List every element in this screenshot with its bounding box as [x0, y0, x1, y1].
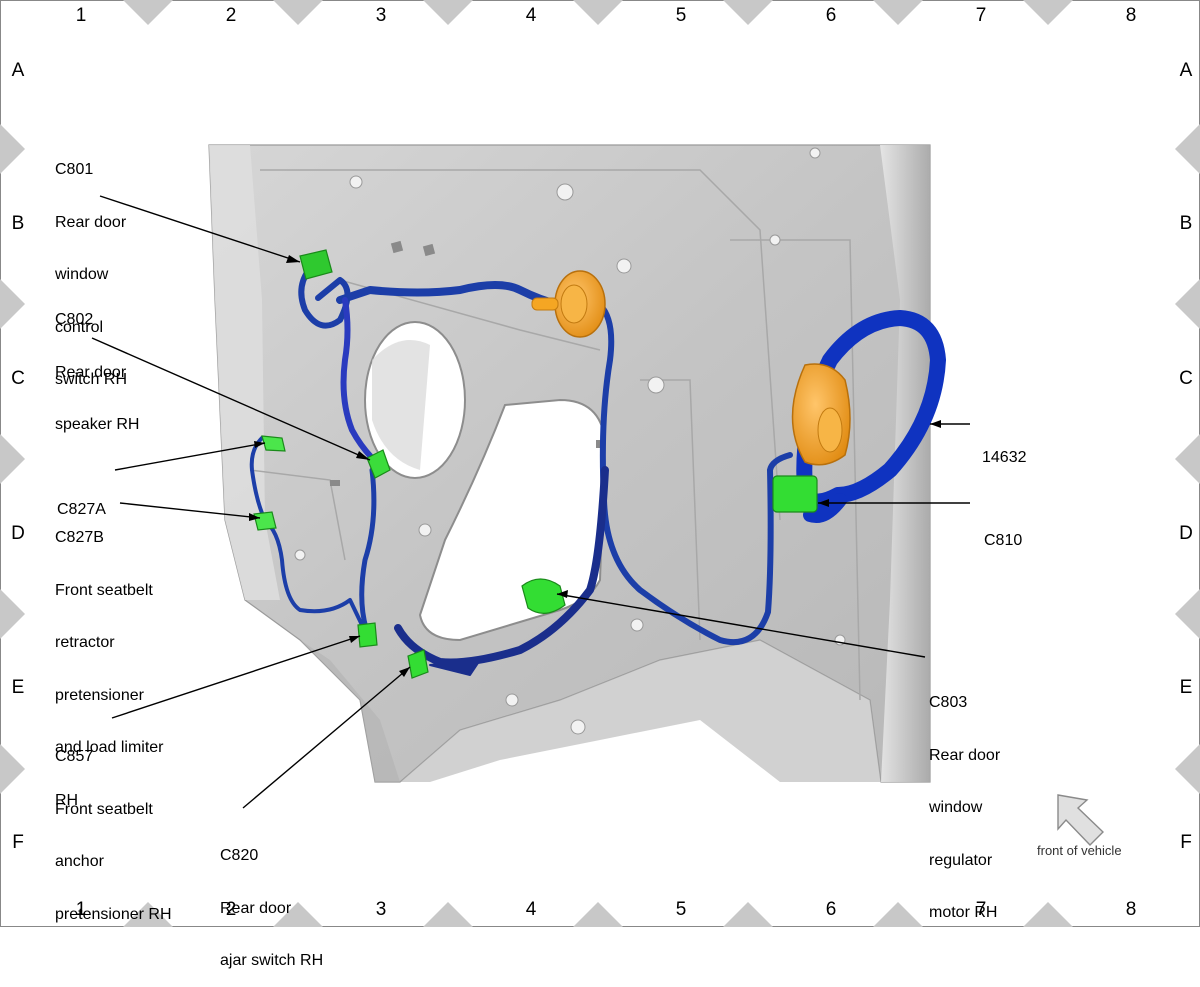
- grid-column-bottom-5: 5: [675, 899, 687, 920]
- grid-column-top-6: 6: [825, 5, 837, 26]
- callout-c827a-line: C827A: [57, 501, 106, 518]
- callout-c801-line: control: [55, 318, 104, 336]
- callout-c801-line: switch RH: [55, 371, 128, 388]
- callout-c802-line: C802: [55, 311, 94, 328]
- callout-c803-line: Rear door: [929, 746, 1001, 764]
- connectors: [253, 249, 818, 679]
- callout-c803-line: motor RH: [929, 904, 998, 921]
- grommet-lower: [791, 363, 851, 466]
- grid-column-top-8: 8: [1125, 5, 1137, 26]
- grid-column-bottom-1: 1: [75, 899, 87, 920]
- callout-c810-line: C810: [984, 532, 1023, 549]
- grid-row-right-d: D: [1179, 523, 1193, 544]
- callout-c801-line: C801: [55, 161, 94, 178]
- callout-c857: C857 Front seatbelt anchor pretensioner …: [55, 713, 172, 941]
- grid-row-left-b: B: [11, 213, 25, 234]
- callout-c801-line: Rear door: [55, 213, 127, 231]
- arrow-up-left-icon: [1057, 794, 1105, 847]
- grid-column-top-4: 4: [525, 5, 537, 26]
- callout-c801-line: window: [55, 266, 109, 283]
- callout-c802-line: Rear door: [55, 363, 127, 381]
- grid-column-bottom-3: 3: [375, 899, 387, 920]
- grid-column-top-1: 1: [75, 5, 87, 26]
- door-panel: [208, 144, 931, 783]
- diagram-canvas: [0, 0, 1200, 927]
- grid-row-right-e: E: [1179, 677, 1193, 698]
- callout-c827b-line: RH: [55, 791, 79, 809]
- grid-column-top-7: 7: [975, 5, 987, 26]
- callout-harness-line: 14632: [982, 449, 1027, 466]
- grid-row-left-d: D: [11, 523, 25, 544]
- callout-c857-line: Front seatbelt: [55, 800, 153, 818]
- callout-c801: C801 Rear door window control switch RH: [55, 126, 127, 406]
- callout-c820-line: Rear door: [220, 899, 292, 917]
- front-of-vehicle-label: front of vehicle: [1037, 843, 1122, 858]
- leader-lines: [91, 195, 970, 809]
- callout-c820-line: C820: [220, 847, 259, 864]
- callout-c803-line: window: [929, 799, 983, 816]
- callout-c857-line: anchor: [55, 853, 104, 870]
- grid-column-bottom-7: 7: [975, 899, 987, 920]
- leader-arrowheads: [249, 255, 941, 677]
- callout-c827b-line: retractor: [55, 634, 115, 651]
- grid-row-left-e: E: [11, 677, 25, 698]
- grid-row-right-b: B: [1179, 213, 1193, 234]
- grid-column-bottom-2: 2: [225, 899, 237, 920]
- callout-c827b-line: Front seatbelt: [55, 581, 153, 599]
- callout-harness-14632: 14632: [982, 414, 1027, 484]
- callout-c827b-line: and load limiter: [55, 739, 164, 756]
- callout-c857-line: C857: [55, 748, 94, 765]
- callout-c802: C802 Rear door speaker RH: [55, 276, 139, 451]
- grid-row-right-c: C: [1179, 368, 1193, 389]
- callout-c803-line: regulator: [929, 851, 993, 869]
- callout-c802-line: speaker RH: [55, 416, 140, 433]
- callout-c827b-line: pretensioner: [55, 686, 144, 704]
- callout-c827b-line: C827B: [55, 529, 104, 546]
- callout-c857-line: pretensioner RH: [55, 905, 172, 923]
- callout-c827b: C827B Front seatbelt retractor pretensio…: [55, 494, 164, 827]
- grid-column-bottom-4: 4: [525, 899, 537, 920]
- grid-row-right-f: F: [1180, 832, 1192, 853]
- callout-c803-line: C803: [929, 694, 968, 711]
- callout-c827a: C827A: [57, 466, 106, 536]
- grid-row-left-f: F: [12, 832, 24, 853]
- grommet-upper: [531, 270, 606, 338]
- grid-row-right-a: A: [1179, 60, 1193, 81]
- grid-column-bottom-6: 6: [825, 899, 837, 920]
- grid-column-bottom-8: 8: [1125, 899, 1137, 920]
- grid-column-top-2: 2: [225, 5, 237, 26]
- callout-c820-line: ajar switch RH: [220, 952, 324, 969]
- grid-row-left-c: C: [11, 368, 25, 389]
- callout-c810: C810: [984, 497, 1022, 567]
- grid-row-left-a: A: [11, 60, 25, 81]
- grid-column-top-3: 3: [375, 5, 387, 26]
- frame-zone-markers: [0, 0, 1200, 927]
- callout-c820: C820 Rear door ajar switch RH: [220, 812, 323, 987]
- grid-column-top-5: 5: [675, 5, 687, 26]
- callout-c803: C803 Rear door window regulator motor RH: [929, 659, 1000, 939]
